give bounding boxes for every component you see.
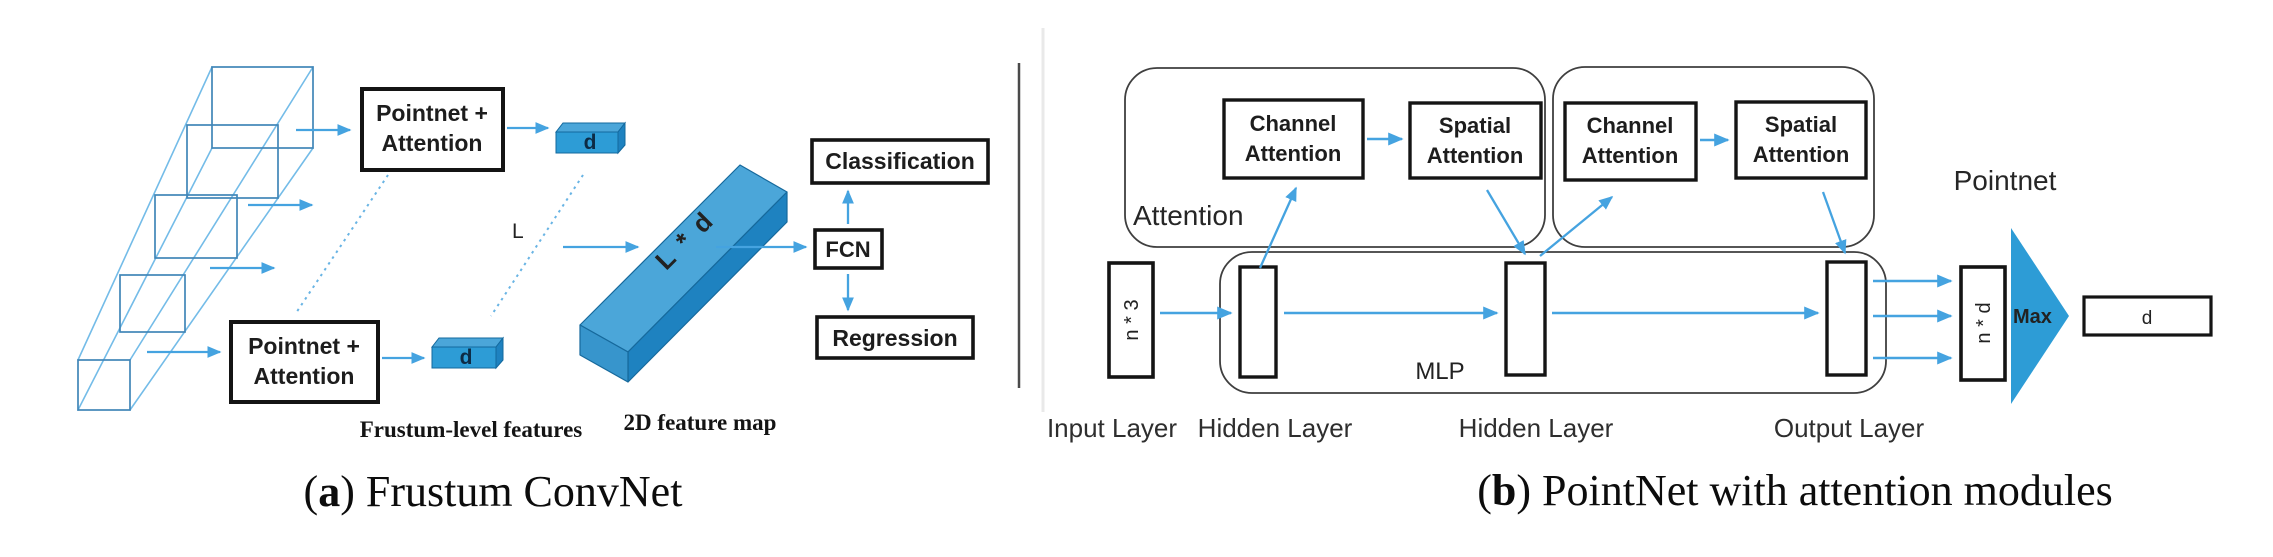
arrow-hidden2-to-channel2 [1539,196,1614,257]
caption-b-letter: b [1492,466,1516,515]
frustum-features-label: Frustum-level features [360,417,583,442]
frustum-edge [129,66,314,361]
feature-vector-bottom [430,336,505,370]
dotted-span-line [490,174,584,317]
caption-a-letter: a [318,467,340,516]
d-block-front-face [555,131,619,154]
regression-label: Regression [832,325,957,351]
feature-map-label: 2D feature map [624,410,777,435]
arrow-spatial1-to-hidden2 [1486,189,1526,256]
input-layer-label: Input Layer [1047,413,1177,443]
spatial-attention-2-box [1734,100,1868,180]
bar-end-cap [579,324,629,383]
result-box [2082,295,2213,337]
panel-a: Pointnet + Attention d L Pointnet + Atte… [77,66,990,516]
frustum-slice-4 [119,274,186,333]
attention-link-arrows [1258,186,1847,269]
caption-a-open: ( [304,467,319,516]
frustum-edge [77,66,213,361]
panel-b: Channel Attention Spatial Attention Chan… [1047,66,2213,515]
result-label: d [2142,308,2153,329]
attention-module-2-container [1552,66,1875,248]
caption-b-open: ( [1477,466,1492,515]
frustum-wireframe [77,66,314,411]
pointnet-attention-top-label-1: Pointnet + [376,100,488,126]
output-feature-arrows [1873,274,1953,365]
caption-b: (b) PointNet with attention modules [1477,466,2113,515]
regression-box [815,315,975,360]
length-label: L [512,220,524,243]
channel-attention-1-label-1: Channel [1250,111,1337,136]
d-top-label: d [584,131,597,154]
fcn-box [813,228,884,270]
classification-label: Classification [825,148,975,174]
feature-vector-top [554,121,627,155]
arrow-hidden1-to-channel1 [1258,186,1298,269]
frustum-slice-1 [211,66,314,149]
feature-map-bar [579,164,788,383]
frustum-slice-5 [77,359,131,411]
output-matrix-box [1959,265,2007,382]
channel-attention-1-box [1222,98,1365,180]
channel-attention-2-label-2: Attention [1582,143,1679,168]
max-pool-triangle [2011,228,2069,404]
input-matrix-label: n * 3 [1121,299,1143,340]
spatial-attention-2-label-1: Spatial [1765,112,1837,137]
dotted-span-line [295,174,389,314]
max-pool-label: Max [2013,306,2052,328]
hidden-layer-1-bar [1238,265,1278,379]
hidden-layer-2-bar [1504,261,1547,377]
pointnet-attention-top-box [360,87,505,172]
classification-box [810,138,990,185]
output-layer-label: Output Layer [1774,413,1925,443]
spatial-attention-1-label-2: Attention [1427,143,1524,168]
pointnet-attention-top-label-2: Attention [382,130,483,156]
caption-a: (a) Frustum ConvNet [304,467,683,516]
spatial-attention-1-box [1408,101,1543,180]
frustum-arrows [147,124,352,358]
channel-attention-2-label-1: Channel [1587,113,1674,138]
output-layer-bar [1825,260,1868,377]
frustum-slice-3 [154,194,238,259]
output-matrix-label: n * d [1973,302,1995,343]
hidden-layer-1-label: Hidden Layer [1198,413,1353,443]
hidden-layer-2-label: Hidden Layer [1459,413,1614,443]
frustum-edge [129,147,314,411]
attention-group-label: Attention [1133,200,1244,231]
frustum-slice-2 [186,124,279,199]
caption-a-rest: ) Frustum ConvNet [340,467,682,516]
pointnet-attention-bottom-label-2: Attention [254,363,355,389]
spatial-attention-1-label-1: Spatial [1439,113,1511,138]
pointnet-attention-bottom-box [229,320,380,404]
spatial-attention-2-label-2: Attention [1753,142,1850,167]
pointnet-attention-bottom-label-1: Pointnet + [248,333,360,359]
attention-module-1-container [1124,67,1546,248]
mlp-label: MLP [1415,358,1464,385]
mlp-container [1219,251,1887,394]
input-matrix-box [1107,261,1155,379]
channel-attention-1-label-2: Attention [1245,141,1342,166]
fcn-label: FCN [825,237,870,262]
caption-b-rest: ) PointNet with attention modules [1516,466,2112,515]
d-bottom-label: d [460,346,473,369]
pointnet-group-label: Pointnet [1954,165,2057,196]
frustum-edge [77,147,213,411]
channel-attention-2-box [1563,101,1698,182]
arrow-spatial2-to-output [1821,191,1847,255]
d-block-front-face [431,346,497,369]
